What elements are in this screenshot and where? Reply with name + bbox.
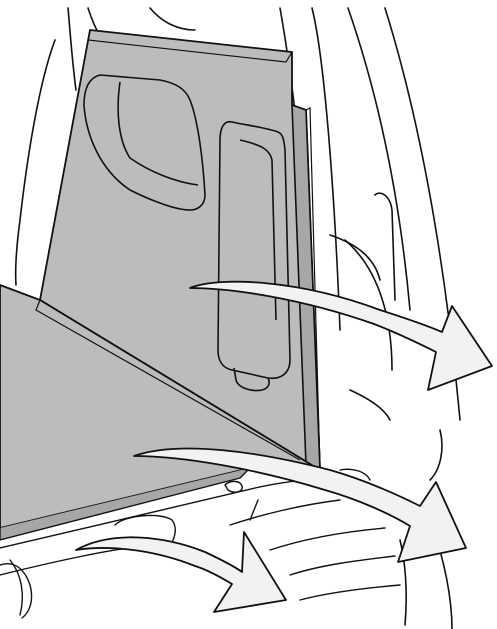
seat-outline (68, 8, 76, 90)
body-pillar-line (348, 8, 410, 310)
seat-outline (150, 8, 195, 30)
body-pillar-line (312, 8, 340, 330)
body-pillar-line (430, 430, 442, 480)
body-pillar-line (350, 390, 390, 420)
body-pillar-line (375, 193, 395, 300)
direction-arrow (76, 532, 286, 612)
